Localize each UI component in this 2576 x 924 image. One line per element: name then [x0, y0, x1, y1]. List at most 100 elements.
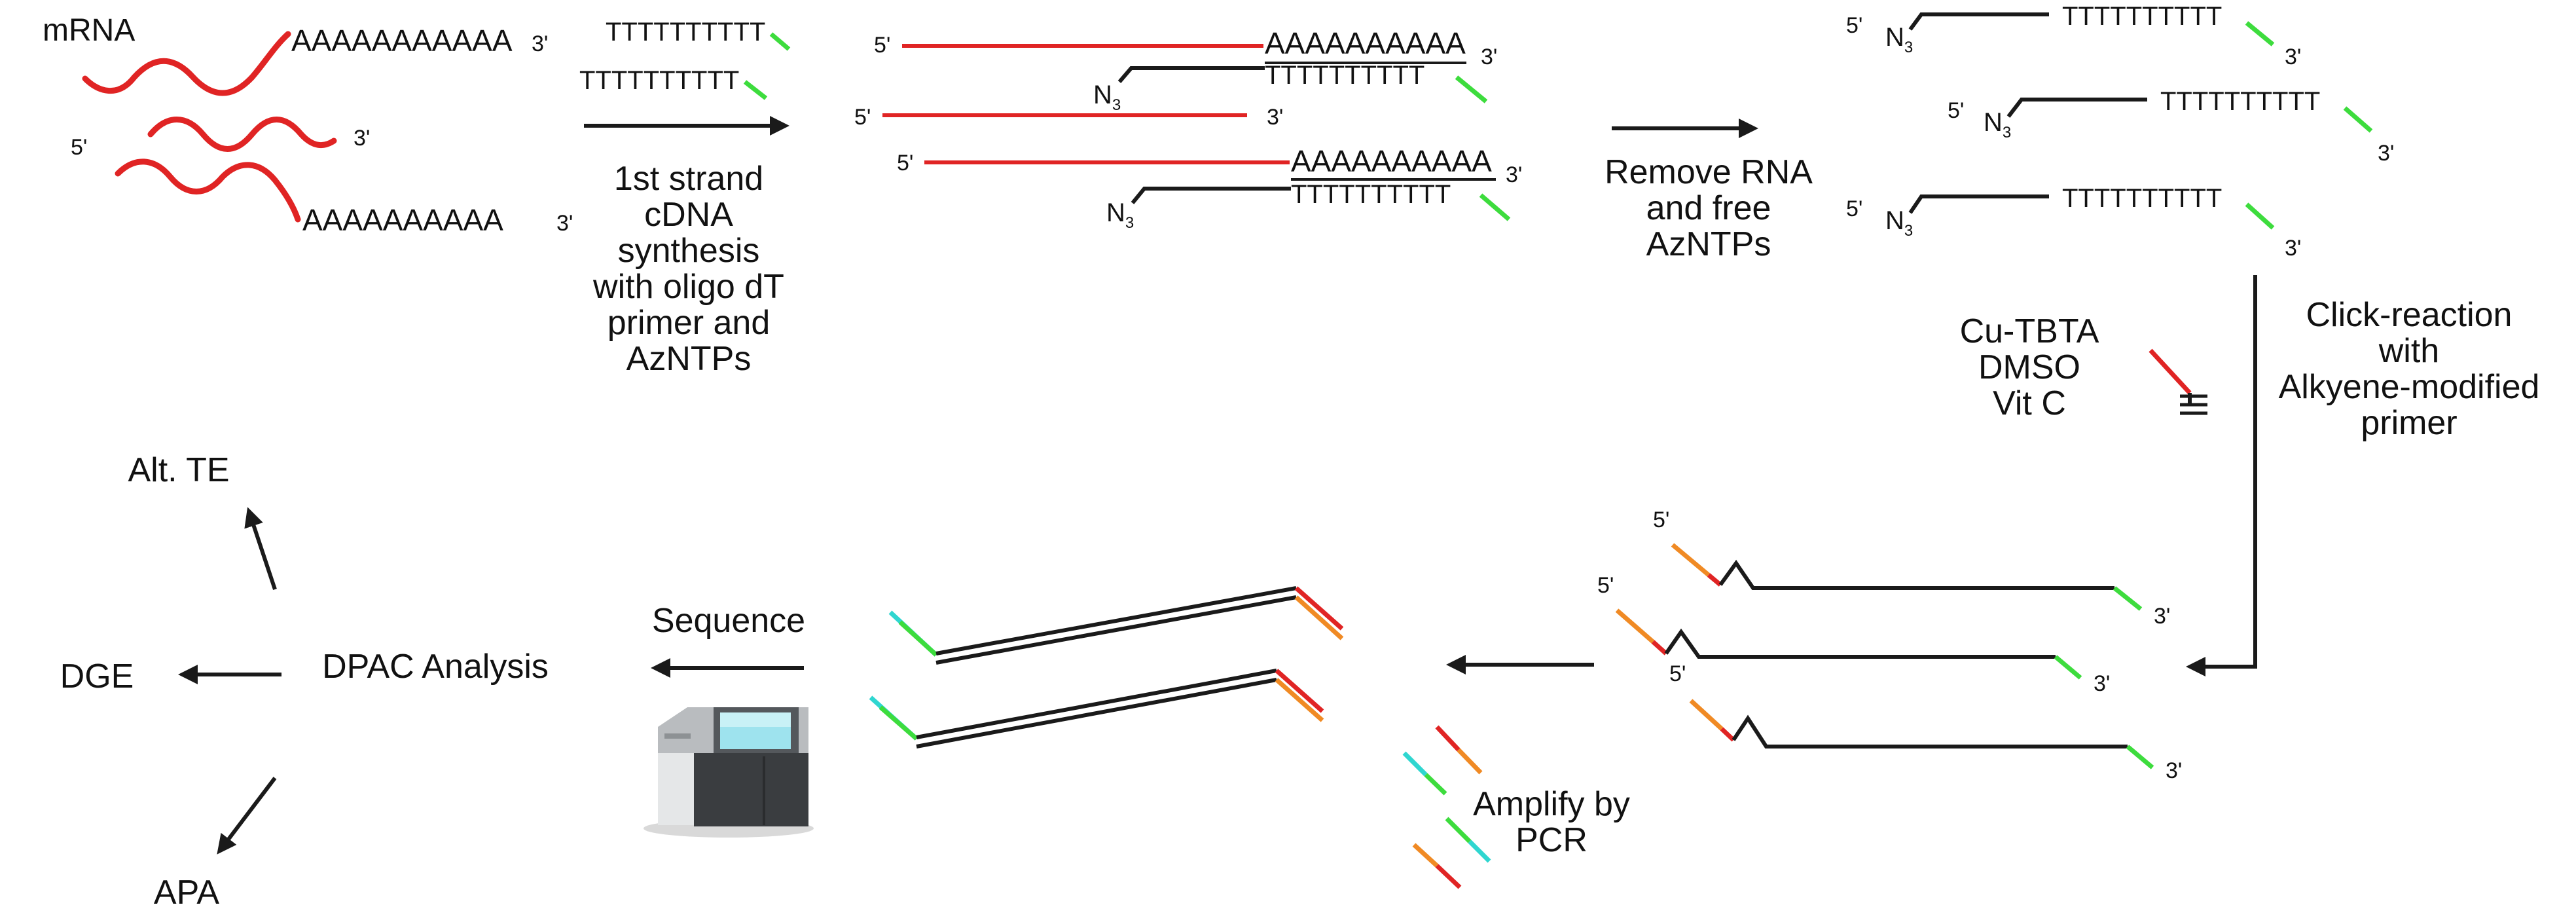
- three-prime-1: 3': [532, 31, 548, 56]
- azide-h3: N3: [1106, 198, 1134, 232]
- sequence-label: Sequence: [652, 602, 805, 640]
- polyt-c3: TTTTTTTTTT: [2062, 184, 2222, 213]
- click-label: Click-reaction with Alkyene-modified pri…: [2279, 296, 2540, 442]
- click-product-panel: 5' 3' 5' 3' 5' 3': [1597, 508, 2182, 783]
- three-prime-p1: 3': [2154, 604, 2170, 629]
- mrna-label: mRNA: [43, 13, 135, 48]
- first-strand-line-2: cDNA: [644, 196, 733, 234]
- cdna-p1: [1718, 559, 2114, 590]
- click-line-2: with: [2378, 332, 2439, 370]
- polyt-h1: TTTTTTTTTT: [1265, 61, 1424, 90]
- cdna-h3: [1131, 187, 1291, 204]
- cdna-c1: [1908, 12, 2049, 31]
- five-prime-h1: 5': [874, 33, 890, 58]
- reagent-1: Cu-TBTA: [1960, 312, 2099, 350]
- remove-line-1: Remove RNA: [1605, 153, 1813, 191]
- sequencer-icon: [644, 707, 814, 838]
- pcr-primers: [1402, 725, 1491, 889]
- five-prime-p3: 5': [1669, 661, 1686, 686]
- first-strand-line-1: 1st strand: [614, 160, 763, 198]
- tag-p3: [2126, 745, 2154, 769]
- azide-c3: N3: [1885, 206, 1913, 240]
- remove-rna-label: Remove RNA and free AzNTPs: [1605, 153, 1813, 263]
- azide-h1: N3: [1093, 81, 1121, 114]
- dge-label: DGE: [60, 657, 134, 695]
- cdna-c3: [1908, 194, 2049, 214]
- tag-p2: [2054, 655, 2082, 680]
- three-prime-c1: 3': [2285, 45, 2301, 69]
- first-strand-line-6: AzNTPs: [626, 340, 752, 378]
- click-line-3: Alkyene-modified: [2279, 368, 2540, 406]
- alkyne-primer-icon: [2149, 348, 2207, 415]
- primer-p3-orange: [1689, 699, 1724, 731]
- first-strand-label: 1st strand cDNA synthesis with oligo dT …: [592, 160, 784, 378]
- primer-p3-red: [1720, 727, 1735, 742]
- reagent-3: Vit C: [1993, 384, 2066, 422]
- tag-p1: [2113, 586, 2143, 611]
- polyt-h3: TTTTTTTTTT: [1291, 180, 1451, 209]
- five-prime-p1: 5': [1653, 508, 1669, 532]
- three-prime-c2: 3': [2378, 141, 2394, 166]
- remove-line-3: AzNTPs: [1646, 225, 1771, 263]
- mrna-panel: mRNA AAAAAAAAAAA 3' 5' 3' AAAAAAAAAA 3': [43, 13, 573, 237]
- apa-label: APA: [154, 874, 220, 912]
- tag-h1: [1455, 75, 1488, 103]
- arrow-click-reaction: [2186, 275, 2257, 676]
- primer-p2-red: [1651, 640, 1668, 656]
- arrow-apa: [217, 777, 277, 855]
- alt-te-label: Alt. TE: [128, 451, 229, 489]
- three-prime-3: 3': [556, 211, 573, 236]
- first-strand-line-3: synthesis: [618, 232, 760, 270]
- five-prime-c3: 5': [1846, 196, 1862, 221]
- first-strand-line-5: primer and: [608, 304, 771, 342]
- mrna-strand-1b: [82, 74, 137, 94]
- cdna-c2: [2006, 98, 2147, 118]
- first-strand-line-4: with oligo dT: [592, 268, 784, 306]
- three-prime-2: 3': [354, 126, 370, 151]
- azide-c2: N3: [1984, 108, 2011, 141]
- five-prime-2: 5': [71, 135, 87, 160]
- oligo-dt-primers: TTTTTTTTTT TTTTTTTTTT: [579, 18, 791, 100]
- cdna-p3: [1732, 714, 2128, 748]
- click-line-1: Click-reaction: [2306, 296, 2513, 334]
- five-prime-h3: 5': [897, 151, 913, 176]
- five-prime-h2: 5': [854, 105, 871, 130]
- tag-c1: [2245, 21, 2275, 46]
- tag-c3: [2245, 202, 2275, 230]
- mrna-strand-1: [131, 31, 291, 96]
- five-prime-p2: 5': [1597, 573, 1614, 598]
- tag-c2: [2343, 106, 2373, 133]
- primer-p1-orange: [1671, 543, 1711, 577]
- arrow-alt-te: [244, 507, 277, 590]
- remove-line-2: and free: [1646, 189, 1771, 227]
- primer-p1-red: [1707, 573, 1722, 587]
- five-prime-c1: 5': [1846, 13, 1862, 38]
- amplify-line-1: Amplify by: [1473, 785, 1630, 823]
- cdna-panel: 5' N3 TTTTTTTTTT 3' 5' N3 TTTTTTTTTT 3' …: [1846, 2, 2394, 261]
- mrna-strand-2: [147, 117, 337, 152]
- azide-c1: N3: [1885, 23, 1913, 56]
- cdna-h1: [1117, 66, 1265, 83]
- three-prime-h3: 3': [1506, 162, 1522, 187]
- amplify-label: Amplify by PCR: [1473, 785, 1630, 859]
- primer-p2-orange: [1615, 608, 1655, 644]
- three-prime-h1: 3': [1481, 45, 1497, 69]
- cdna-p2: [1664, 628, 2056, 659]
- three-prime-c3: 3': [2285, 236, 2301, 261]
- oligo-dt-2-tag: [743, 80, 768, 100]
- polya-h3: AAAAAAAAAA: [1291, 144, 1492, 178]
- polya-tail-1: AAAAAAAAAAA: [291, 24, 513, 58]
- polya-h1: AAAAAAAAAA: [1265, 26, 1466, 60]
- click-line-4: primer: [2361, 404, 2457, 442]
- polya-tail-3: AAAAAAAAAA: [302, 203, 503, 237]
- polyt-c2: TTTTTTTTTT: [2160, 87, 2320, 116]
- dpac-analysis-label: DPAC Analysis: [322, 648, 549, 686]
- three-prime-h2: 3': [1267, 105, 1283, 130]
- tag-h3: [1479, 193, 1511, 221]
- three-prime-p2: 3': [2094, 671, 2110, 696]
- three-prime-p3: 3': [2166, 758, 2182, 783]
- oligo-dt-1: TTTTTTTTTT: [606, 18, 765, 46]
- reagents-label: Cu-TBTA DMSO Vit C: [1960, 312, 2099, 422]
- polyt-c1: TTTTTTTTTT: [2062, 2, 2222, 31]
